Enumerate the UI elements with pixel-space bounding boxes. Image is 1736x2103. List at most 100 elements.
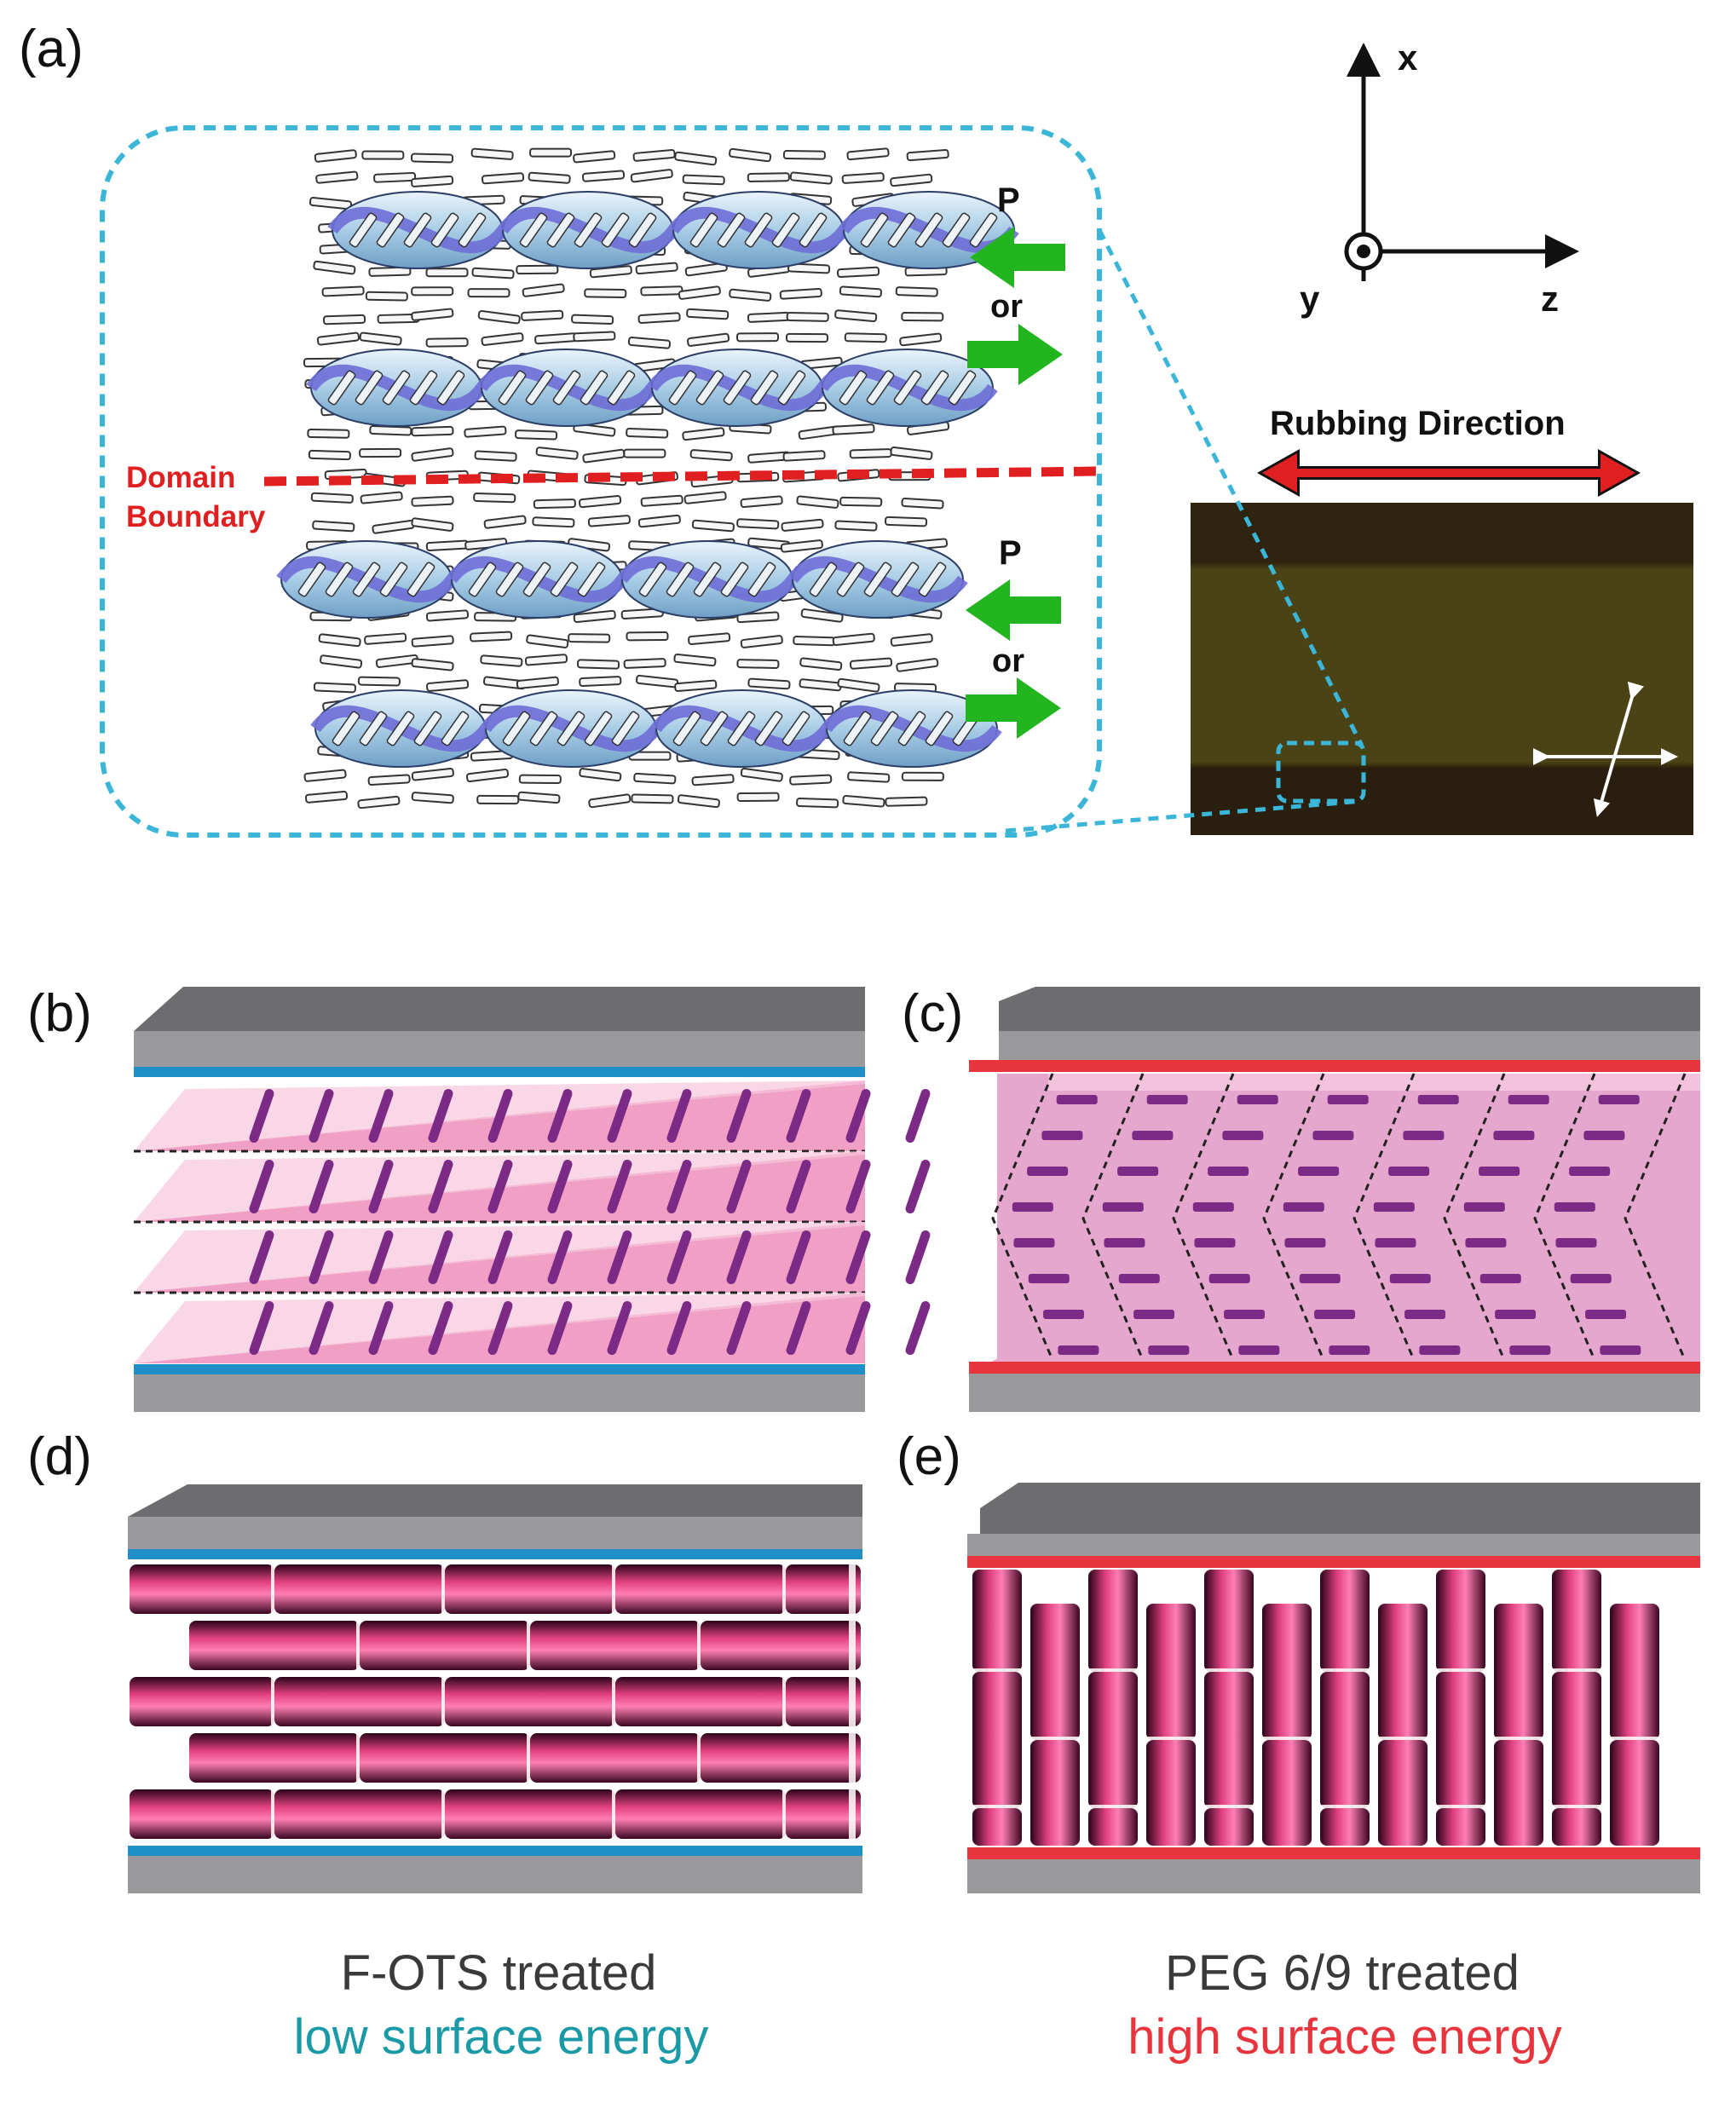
helix-rod — [693, 562, 722, 597]
helix-rod — [529, 711, 558, 746]
polarization-label-top: P — [997, 181, 1020, 219]
lc-rod — [729, 288, 772, 302]
lc-rod — [896, 658, 939, 672]
axis-z-label: z — [1541, 279, 1559, 319]
helical-nanofilaments-d — [130, 1564, 861, 1839]
helix-segment — [445, 1564, 615, 1614]
lc-rod — [410, 153, 454, 164]
lc-rod — [834, 520, 878, 532]
tilted-molecule — [666, 1301, 692, 1355]
helix-rod — [870, 711, 899, 746]
helix-rod — [325, 562, 354, 597]
helix-rod — [891, 562, 920, 597]
panel-e-label: (e) — [897, 1427, 961, 1486]
tilted-molecule — [428, 1230, 453, 1284]
lc-rod — [361, 150, 405, 160]
chevron-molecule — [1104, 1238, 1145, 1247]
lc-rod — [899, 332, 943, 347]
polarization-arrow-right-top — [967, 324, 1063, 385]
lc-rod — [740, 635, 783, 648]
lc-rod — [481, 332, 524, 346]
tilted-molecule — [309, 1230, 334, 1284]
lc-rod — [688, 632, 731, 645]
lc-rod — [411, 635, 454, 648]
high-energy-layer-bottom-e — [967, 1847, 1700, 1859]
helix-segment — [701, 1733, 861, 1783]
lc-rod — [632, 149, 676, 162]
chevron-boundary — [1533, 1073, 1596, 1361]
lc-rod — [411, 658, 454, 671]
lc-rod — [584, 288, 627, 298]
helix-rod — [668, 370, 697, 406]
lc-rod — [842, 795, 885, 808]
helix-segment — [1378, 1604, 1427, 1740]
tilted-molecule — [726, 1230, 752, 1284]
helix-rod — [436, 370, 465, 406]
helix-rod — [519, 212, 548, 248]
lc-rod — [411, 447, 454, 462]
lc-rod — [323, 314, 366, 326]
lc-rod — [832, 632, 875, 646]
lc-rod — [571, 314, 614, 326]
lc-rod — [579, 494, 622, 509]
lc-rod — [623, 658, 666, 669]
caption-right-line1: PEG 6/9 treated — [1165, 1945, 1520, 2001]
lc-rod — [471, 267, 515, 279]
lc-rod — [637, 312, 681, 324]
helix-node — [849, 1733, 856, 1783]
lc-rod — [626, 631, 669, 642]
lc-rod — [579, 768, 622, 782]
smectic-layers-b — [134, 1080, 931, 1363]
helix-rod — [920, 370, 949, 406]
panel-b-label: (b) — [27, 984, 92, 1043]
lc-rod — [786, 312, 829, 322]
lc-rod — [515, 429, 558, 441]
lc-rod — [736, 332, 780, 343]
helix-rod — [689, 212, 718, 248]
chevron-molecule — [1569, 1167, 1611, 1176]
tilted-molecule — [905, 1089, 931, 1143]
tilted-molecule — [487, 1301, 513, 1355]
helix-segment — [1030, 1604, 1080, 1740]
helix-segment — [1320, 1808, 1370, 1846]
chevron-molecule — [1403, 1131, 1445, 1140]
lc-rod — [623, 448, 666, 458]
helix-rod — [942, 212, 971, 248]
lc-rod — [747, 311, 791, 323]
helix-rod — [918, 562, 947, 597]
lc-rod — [895, 286, 938, 297]
bottom-glass-d — [128, 1856, 862, 1893]
lc-rod — [901, 312, 944, 322]
helix-rod — [948, 370, 977, 406]
lc-rod — [849, 657, 893, 670]
helix-segment — [1146, 1740, 1196, 1846]
helix-segment — [1378, 1740, 1427, 1846]
lc-rod — [793, 636, 836, 647]
helix-rod — [860, 212, 889, 248]
helix-segment — [1088, 1672, 1138, 1808]
helix-rod — [628, 212, 657, 248]
helix-rod — [495, 562, 524, 597]
helix-segment — [360, 1733, 530, 1783]
lc-rod — [890, 633, 933, 647]
helix-rod — [744, 212, 773, 248]
lc-rod — [568, 633, 611, 643]
lc-rod — [303, 769, 347, 782]
helix-rod — [468, 562, 497, 597]
lc-rod — [477, 309, 521, 325]
helix-segment — [1552, 1808, 1601, 1846]
lc-rod — [314, 149, 357, 163]
helix-segment — [1552, 1672, 1601, 1808]
helix-segment — [1204, 1570, 1254, 1672]
helix-rod — [327, 370, 356, 406]
helix-rod — [695, 370, 724, 406]
chevron-boundary — [991, 1073, 1054, 1361]
lc-rod — [480, 654, 523, 667]
lc-rod — [691, 774, 735, 786]
chevron-molecule — [1058, 1345, 1099, 1355]
lc-rod — [736, 792, 780, 803]
lc-rod — [359, 447, 402, 458]
helix-segment — [445, 1789, 615, 1839]
lc-rod — [673, 653, 717, 667]
caption-left-line2: low surface energy — [294, 2009, 709, 2065]
